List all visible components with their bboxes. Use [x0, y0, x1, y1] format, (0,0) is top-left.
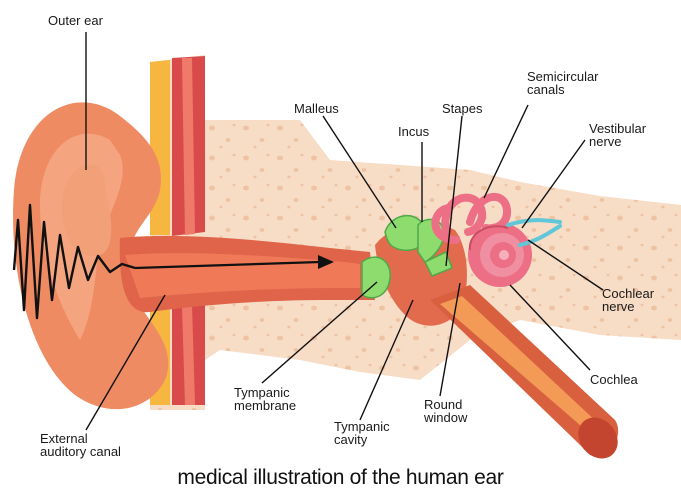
label-stapes: Stapes	[442, 102, 482, 115]
label-round-window: Round window	[424, 398, 467, 424]
label-cochlear-nerve: Cochlear nerve	[602, 287, 654, 313]
label-tympanic-membrane: Tympanic membrane	[234, 386, 296, 412]
label-semicircular-canals: Semicircular canals	[527, 70, 599, 96]
label-malleus: Malleus	[294, 102, 339, 115]
figure-caption: medical illustration of the human ear	[0, 466, 681, 490]
fat-tissue-upper	[150, 60, 170, 235]
label-vestibular-nerve: Vestibular nerve	[589, 122, 646, 148]
label-external-auditory-canal: External auditory canal	[40, 432, 121, 458]
cochlea-spiral	[468, 223, 532, 287]
label-outer-ear: Outer ear	[48, 14, 103, 27]
label-incus: Incus	[398, 125, 429, 138]
label-cochlea: Cochlea	[590, 373, 638, 386]
label-tympanic-cavity: Tympanic cavity	[334, 420, 390, 446]
